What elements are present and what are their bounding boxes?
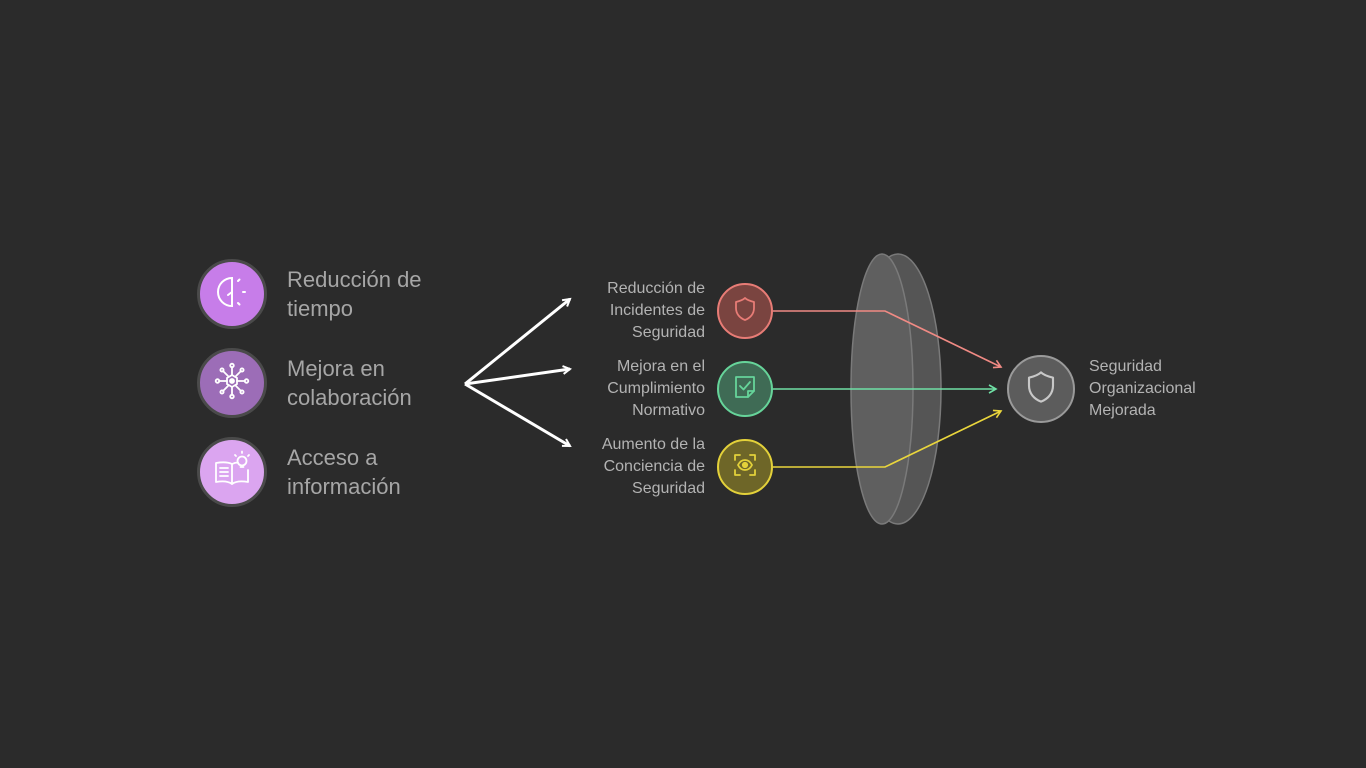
shield-icon <box>1021 367 1061 412</box>
benefit-item: Reducción de tiempo <box>197 259 457 329</box>
half-clock-icon <box>212 272 252 317</box>
benefit-item: Acceso a información <box>197 437 457 507</box>
checklist-icon <box>730 372 760 407</box>
factor-circle <box>717 439 773 495</box>
factor-circle <box>717 361 773 417</box>
factor-label: Mejora en el Cumplimiento Normativo <box>607 358 705 419</box>
benefit-label: Mejora en colaboración <box>287 356 412 410</box>
benefit-circle <box>197 259 267 329</box>
benefit-circle <box>197 348 267 418</box>
connector-incidents <box>773 310 1003 369</box>
book-lightbulb-icon <box>210 448 254 497</box>
factor-label: Reducción de Incidentes de Seguridad <box>607 280 705 341</box>
benefit-circle <box>197 437 267 507</box>
network-hub-icon <box>211 360 253 407</box>
benefit-item: Mejora en colaboración <box>197 348 457 418</box>
fan-arrow-top <box>464 299 570 386</box>
result-circle <box>1007 355 1075 423</box>
benefit-label: Acceso a información <box>287 445 401 499</box>
connector-awareness <box>773 409 1003 468</box>
eye-scan-icon <box>730 450 760 485</box>
factor-label: Aumento de la Conciencia de Seguridad <box>601 436 705 497</box>
shield-icon <box>730 294 760 329</box>
fan-arrow-bottom <box>464 382 570 448</box>
fan-arrow-middle <box>464 369 570 386</box>
result-label: Seguridad Organizacional Mejorada <box>1089 358 1196 419</box>
factor-circle <box>717 283 773 339</box>
benefit-label: Reducción de tiempo <box>287 267 422 321</box>
